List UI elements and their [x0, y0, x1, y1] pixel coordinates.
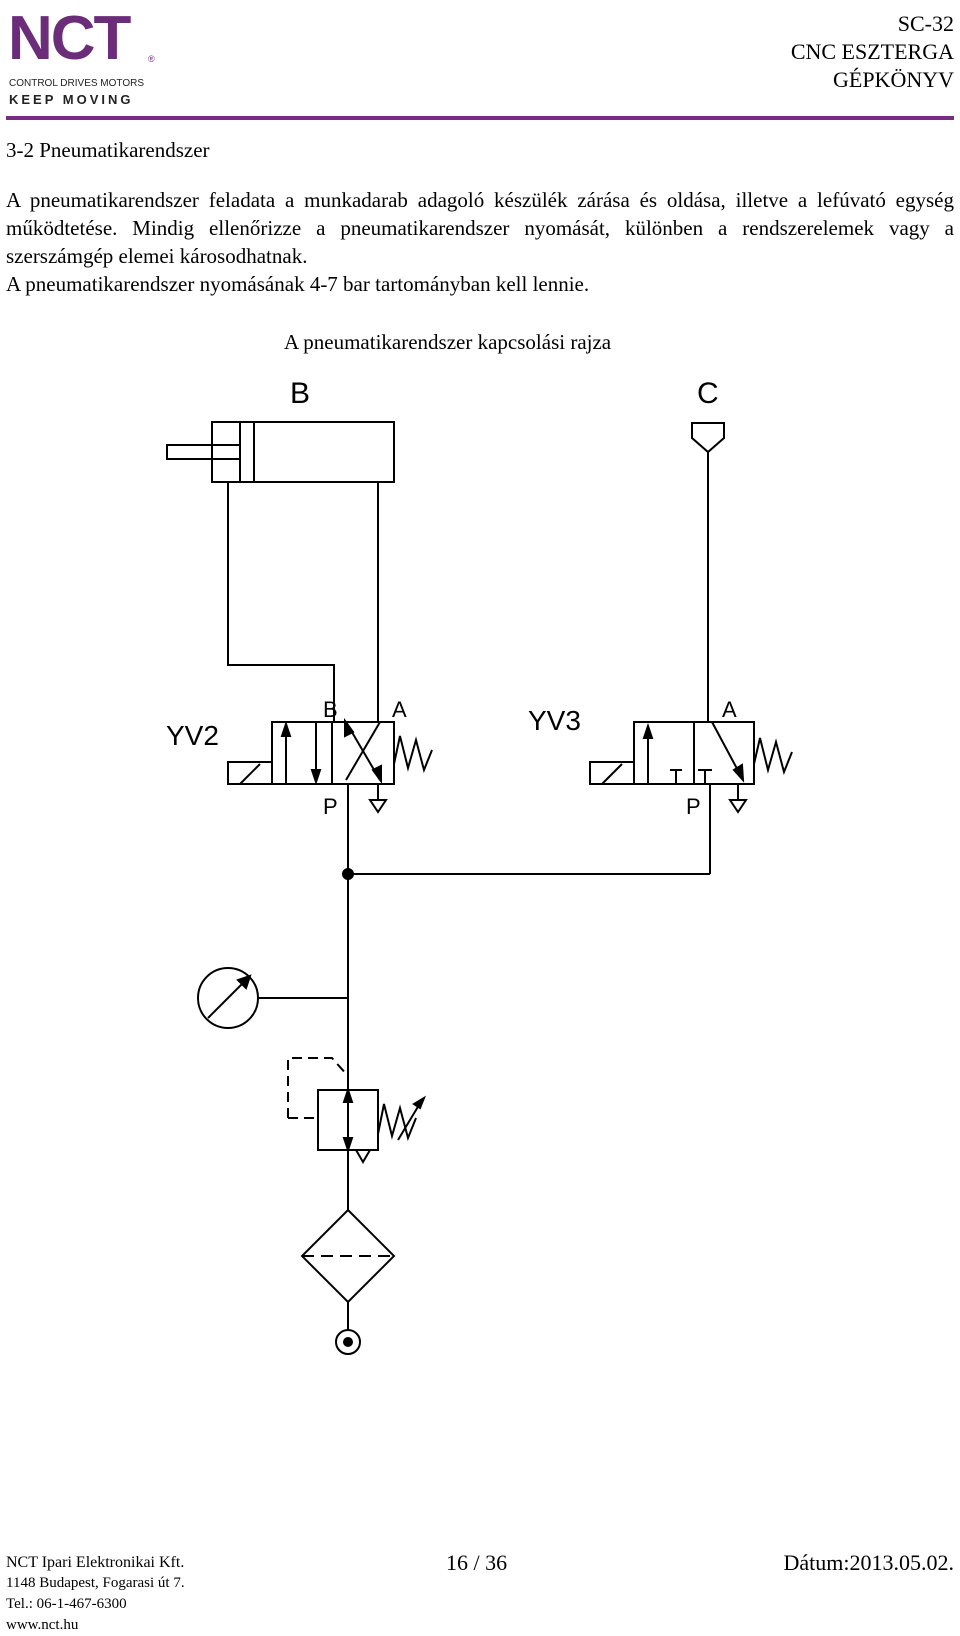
document-header: SC-32 CNC ESZTERGA GÉPKÖNYV	[791, 10, 954, 94]
pressure-regulator	[287, 1057, 427, 1164]
logo-tagline: CONTROL DRIVES MOTORS	[9, 78, 145, 89]
footer-company-info: NCT Ipari Elektronikai Kft. 1148 Budapes…	[6, 1552, 185, 1636]
paragraph-2: A pneumatikarendszer nyomásának 4-7 bar …	[6, 272, 590, 296]
footer-date: Dátum:2013.05.02.	[783, 1550, 955, 1575]
label-yv3-p: P	[686, 794, 701, 819]
valve-yv3	[589, 721, 793, 874]
label-port-c: C	[697, 377, 719, 410]
logo-text: NCT	[8, 4, 131, 73]
air-supply-source	[335, 1329, 361, 1355]
label-yv2: YV2	[166, 720, 219, 751]
section-title: 3-2 Pneumatikarendszer	[6, 138, 210, 162]
pressure-gauge	[197, 967, 348, 1029]
exhaust-port-c	[691, 422, 725, 454]
label-yv3-a: A	[722, 697, 737, 722]
diagram-caption: A pneumatikarendszer kapcsolási rajza	[284, 330, 612, 354]
footer-company: NCT Ipari Elektronikai Kft.	[6, 1554, 185, 1571]
header-rule	[6, 116, 954, 120]
label-yv2-a: A	[392, 697, 407, 722]
line-cylinder-to-yv2-b	[227, 482, 335, 722]
footer-web-link[interactable]: www.nct.hu	[6, 1617, 79, 1633]
air-filter	[300, 1208, 396, 1304]
page-number: 16 / 36	[446, 1550, 508, 1575]
doc-title-line-1: CNC ESZTERGA	[790, 39, 954, 64]
paragraph-1: A pneumatikarendszer feladata a munkadar…	[6, 188, 954, 268]
doc-code: SC-32	[897, 11, 954, 36]
pneumatic-circuit-diagram: B C YV2 B A P YV3 A P	[166, 377, 793, 1355]
label-port-b: B	[290, 377, 310, 410]
footer-phone: Tel.: 06-1-467-6300	[6, 1596, 127, 1612]
logo-slogan: KEEP MOVING	[9, 92, 134, 107]
label-yv2-p: P	[323, 794, 338, 819]
body-text: A pneumatikarendszer feladata a munkadar…	[6, 186, 954, 298]
company-logo: NCT ® CONTROL DRIVES MOTORS KEEP MOVING	[8, 4, 158, 108]
footer-address: 1148 Budapest, Fogarasi út 7.	[6, 1575, 185, 1591]
label-yv3: YV3	[528, 705, 581, 736]
doc-title-line-2: GÉPKÖNYV	[833, 67, 954, 92]
label-yv2-b: B	[323, 697, 338, 722]
logo-registered-mark: ®	[148, 54, 155, 64]
valve-yv2	[227, 717, 433, 874]
pneumatic-cylinder	[166, 421, 395, 483]
